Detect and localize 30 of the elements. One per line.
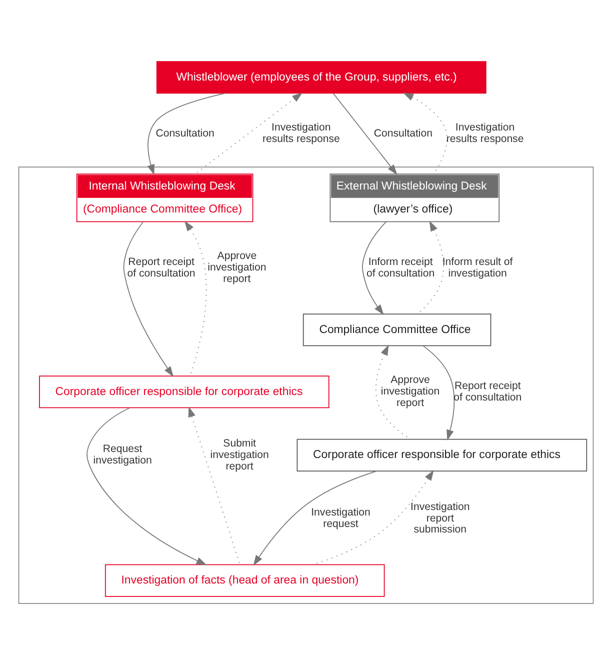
node-box: Compliance Committee Office bbox=[302, 313, 492, 346]
edge-label: Consultation bbox=[374, 126, 433, 139]
node-box: Corporate officer responsible for corporate ethics bbox=[39, 375, 330, 408]
arrow bbox=[194, 92, 303, 174]
arrow bbox=[184, 220, 207, 376]
node-box: Investigation of facts (head of area in question) bbox=[104, 564, 385, 596]
edge-label: Investigation results response bbox=[446, 121, 524, 145]
edge-label: Investigation request bbox=[311, 506, 370, 530]
edge-label: Consultation bbox=[156, 126, 214, 139]
edge-label: Investigation report submission bbox=[410, 500, 470, 536]
arrow bbox=[188, 406, 240, 565]
edge-label: Submit investigation report bbox=[210, 436, 269, 472]
node-box: Whistleblower (employees of the Group, suppliers, etc.) bbox=[156, 60, 486, 94]
edge-label: Investigation results response bbox=[262, 121, 340, 145]
arrow bbox=[123, 220, 174, 376]
arrow bbox=[86, 406, 207, 565]
arrow bbox=[362, 220, 387, 314]
cluster bbox=[18, 166, 594, 604]
arrow bbox=[332, 92, 398, 174]
arrow bbox=[253, 470, 378, 566]
edge-label: Approve investigation report bbox=[380, 374, 440, 409]
edge-label: Inform result of investigation bbox=[442, 255, 513, 279]
edge-label: Approve investigation report bbox=[208, 250, 266, 284]
edge-label: Request investigation bbox=[93, 442, 152, 466]
edge-label: Inform receipt of consultation bbox=[366, 255, 435, 279]
arrow bbox=[147, 92, 226, 175]
node-box: Corporate officer responsible for corporate ethics bbox=[296, 438, 588, 471]
edge-label: Report receipt of consultation bbox=[127, 255, 196, 279]
arrow bbox=[417, 220, 444, 314]
arrow bbox=[422, 344, 455, 440]
